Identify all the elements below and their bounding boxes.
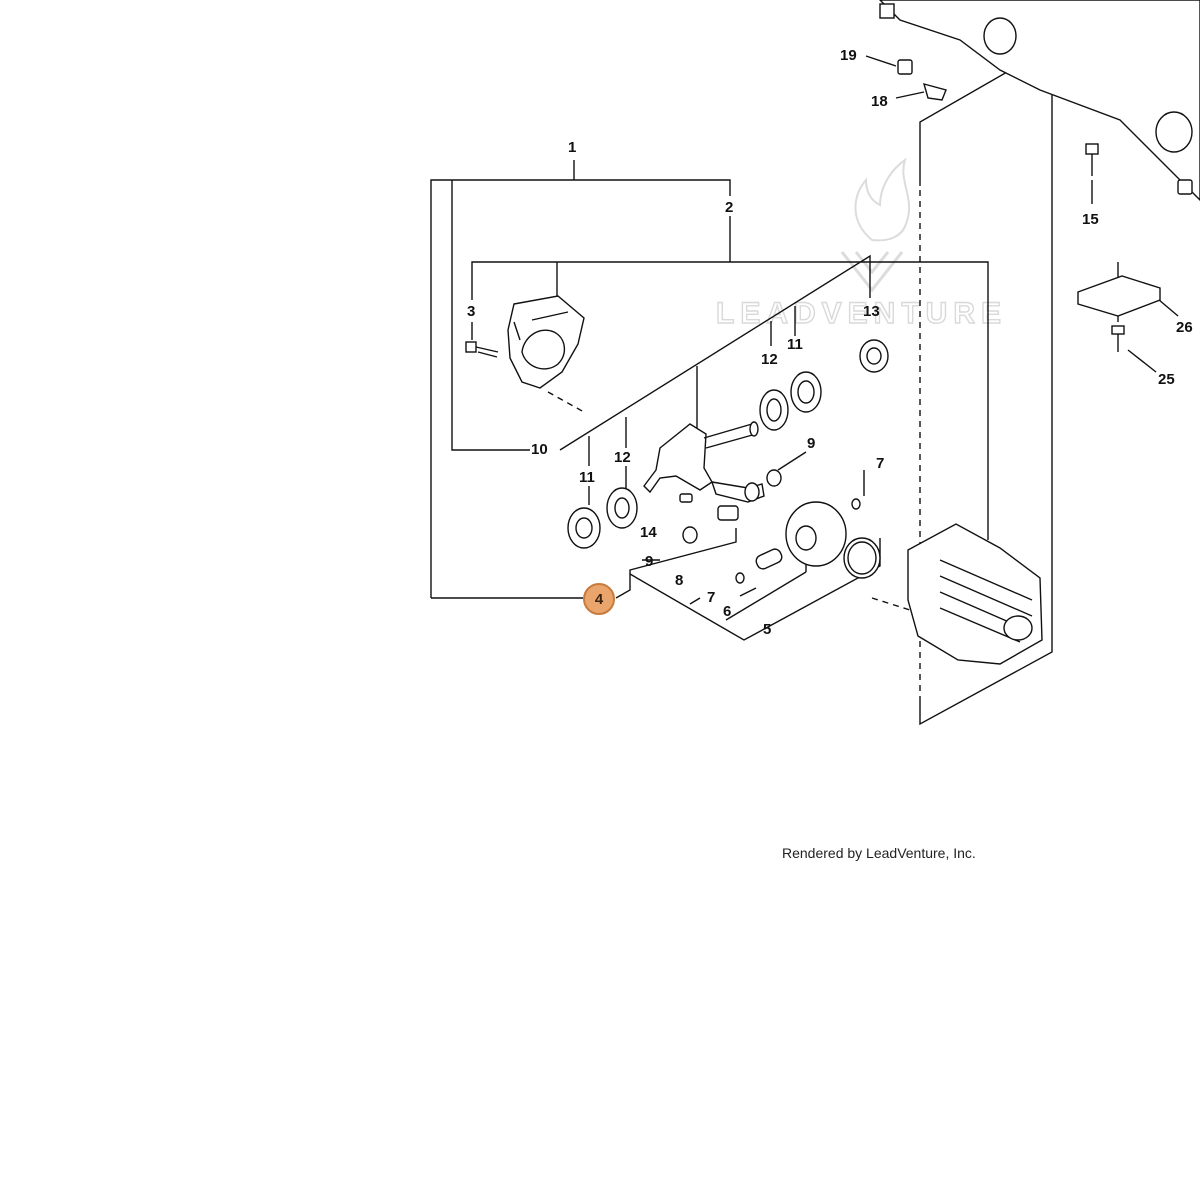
part-crankshaft [643,421,765,503]
callout-1[interactable]: 1 [568,139,576,156]
callout-5[interactable]: 5 [763,621,771,638]
part-piston-pin-6 [755,548,783,570]
part-crankcase-half [507,295,585,389]
part-needle-bearing-8 [717,505,739,521]
callout-11-lower[interactable]: 11 [579,469,595,486]
callout-25[interactable]: 25 [1158,371,1175,388]
part-key-14 [679,493,693,503]
watermark-text: LEADVENTURE [716,297,1007,330]
callout-14[interactable]: 14 [640,524,657,541]
callout-9-lower[interactable]: 9 [645,553,653,570]
part-bearing-12-upper [759,389,789,431]
credit-text: Rendered by LeadVenture, Inc. [782,845,976,861]
callout-11-upper[interactable]: 11 [787,336,803,353]
part-bolt-3 [465,341,499,358]
callout-18[interactable]: 18 [871,93,888,110]
callout-4[interactable]: 4 [595,591,604,608]
part-seal-11-lower [567,507,601,549]
part-screw-15 [1085,143,1099,176]
callout-3[interactable]: 3 [467,303,475,320]
callout-7-lower[interactable]: 7 [707,589,715,606]
callout-6[interactable]: 6 [723,603,731,620]
callouts: 1 2 3 13 12 11 10 9 7 11 12 14 9 8 7 6 5… [467,47,1193,638]
callout-9-upper[interactable]: 9 [807,435,815,452]
callout-19[interactable]: 19 [840,47,857,64]
part-washer-9 [682,469,782,544]
part-crankcase-top [879,0,1200,201]
part-pad-26 [1077,275,1161,317]
leader-lines [430,0,1179,726]
part-piston [785,501,847,567]
callout-26[interactable]: 26 [1176,319,1193,336]
part-seal-11-upper [790,371,822,413]
callout-12-lower[interactable]: 12 [614,449,631,466]
callout-15[interactable]: 15 [1082,211,1099,228]
selected-callout-4[interactable]: 4 [583,583,615,615]
part-piston-ring-5 [843,537,881,579]
watermark-v-icon [840,251,904,293]
callout-8[interactable]: 8 [675,572,683,589]
watermark-flame-icon [854,157,911,242]
watermark: LEADVENTURE [715,157,1007,331]
callout-12-upper[interactable]: 12 [761,351,778,368]
callout-2[interactable]: 2 [725,199,733,216]
part-screw-19 [897,59,913,75]
part-circlip-7 [735,498,861,584]
selected-callout-marker[interactable] [583,583,615,615]
part-screw-edge [1177,179,1193,195]
part-cylinder [907,523,1043,665]
part-screw-25 [1111,325,1125,352]
callout-10[interactable]: 10 [531,441,548,458]
callout-7-upper[interactable]: 7 [876,455,884,472]
callout-13[interactable]: 13 [863,303,880,320]
part-spring-13 [859,339,889,373]
part-bracket-18 [922,82,947,101]
part-bearing-12-lower [606,487,638,529]
